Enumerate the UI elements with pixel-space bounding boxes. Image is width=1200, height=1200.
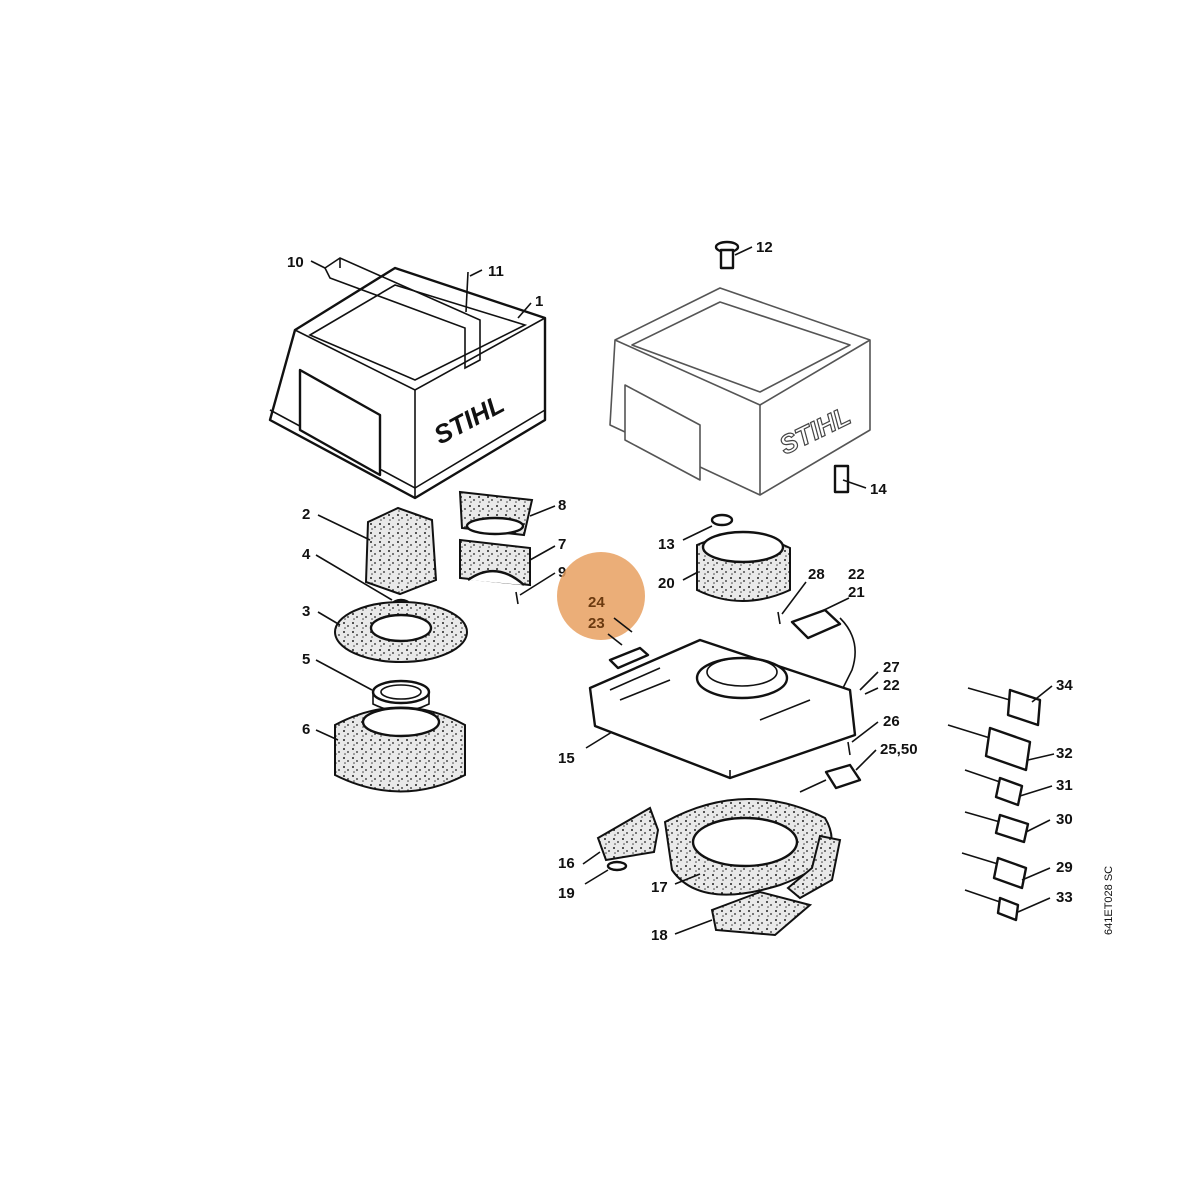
flap-upper-part	[458, 490, 534, 537]
filter-housing-part: STIHL	[268, 266, 547, 500]
leader-lines	[310, 246, 1055, 935]
foam-plate-18-part	[710, 890, 813, 937]
screw-28-part	[777, 611, 781, 625]
callout-labels: 10 11 1 12 14 2 8 7 9 4 3 5 6 13 20 28 2…	[287, 239, 1073, 944]
callout-26: 26	[883, 713, 900, 730]
callout-15: 15	[558, 750, 575, 767]
seal-ring-part	[371, 679, 431, 712]
callout-22-top: 22	[848, 566, 865, 583]
callout-27: 27	[883, 659, 900, 676]
callout-5: 5	[302, 651, 310, 668]
callout-20: 20	[658, 575, 675, 592]
switch-part	[799, 741, 862, 793]
callout-25-50: 25,50	[880, 741, 918, 758]
plug-30-part	[964, 811, 1030, 844]
callout-32: 32	[1056, 745, 1073, 762]
callout-33: 33	[1056, 889, 1073, 906]
highlight-marker: 24 23	[557, 552, 645, 646]
small-screw-9-part	[515, 591, 519, 605]
highlight-circle	[557, 552, 645, 640]
filter-ring-part	[334, 601, 468, 663]
clip-part	[833, 464, 850, 494]
knob-screw-part	[714, 240, 740, 270]
washer-19-part	[606, 860, 628, 872]
callout-23: 23	[588, 615, 605, 632]
callout-2: 2	[302, 506, 310, 523]
foam-pad-16-part	[596, 806, 660, 862]
filter-band-part	[696, 530, 791, 602]
motor-base-part	[588, 638, 857, 780]
callout-6: 6	[302, 721, 310, 738]
drawing-code: 641ET028 SC	[1103, 866, 1115, 935]
callout-10: 10	[287, 254, 304, 271]
callout-19: 19	[558, 885, 575, 902]
nut-13-part	[710, 513, 734, 527]
callout-34: 34	[1056, 677, 1073, 694]
callout-17: 17	[651, 879, 668, 896]
plug-31-part	[964, 769, 1024, 807]
pin-part	[465, 271, 469, 313]
cone-filter-part	[364, 506, 438, 610]
cover-part: STIHL	[609, 287, 871, 496]
callout-29: 29	[1056, 859, 1073, 876]
callout-18: 18	[651, 927, 668, 944]
plug-33-part	[964, 889, 1020, 922]
flap-lower-part	[459, 538, 531, 587]
carry-handle-part	[323, 257, 481, 370]
callout-7: 7	[558, 536, 566, 553]
callout-21: 21	[848, 584, 865, 601]
callout-13: 13	[658, 536, 675, 553]
callout-14: 14	[870, 481, 887, 498]
callout-9: 9	[558, 564, 566, 581]
terminal-block-part	[790, 608, 856, 691]
callout-3: 3	[302, 603, 310, 620]
callout-1: 1	[535, 293, 543, 310]
callout-22-bottom: 22	[883, 677, 900, 694]
callout-16: 16	[558, 855, 575, 872]
callout-12: 12	[756, 239, 773, 256]
callout-8: 8	[558, 497, 566, 514]
callout-28: 28	[808, 566, 825, 583]
callout-24: 24	[588, 594, 605, 611]
foam-base-ring-part	[663, 798, 842, 900]
callout-4: 4	[302, 546, 311, 563]
plug-34-part	[967, 687, 1042, 727]
plug-32-part	[947, 724, 1032, 772]
callout-30: 30	[1056, 811, 1073, 828]
callout-31: 31	[1056, 777, 1073, 794]
callout-11: 11	[488, 263, 504, 280]
plug-29-part	[961, 852, 1028, 890]
foam-sleeve-part	[334, 706, 466, 793]
